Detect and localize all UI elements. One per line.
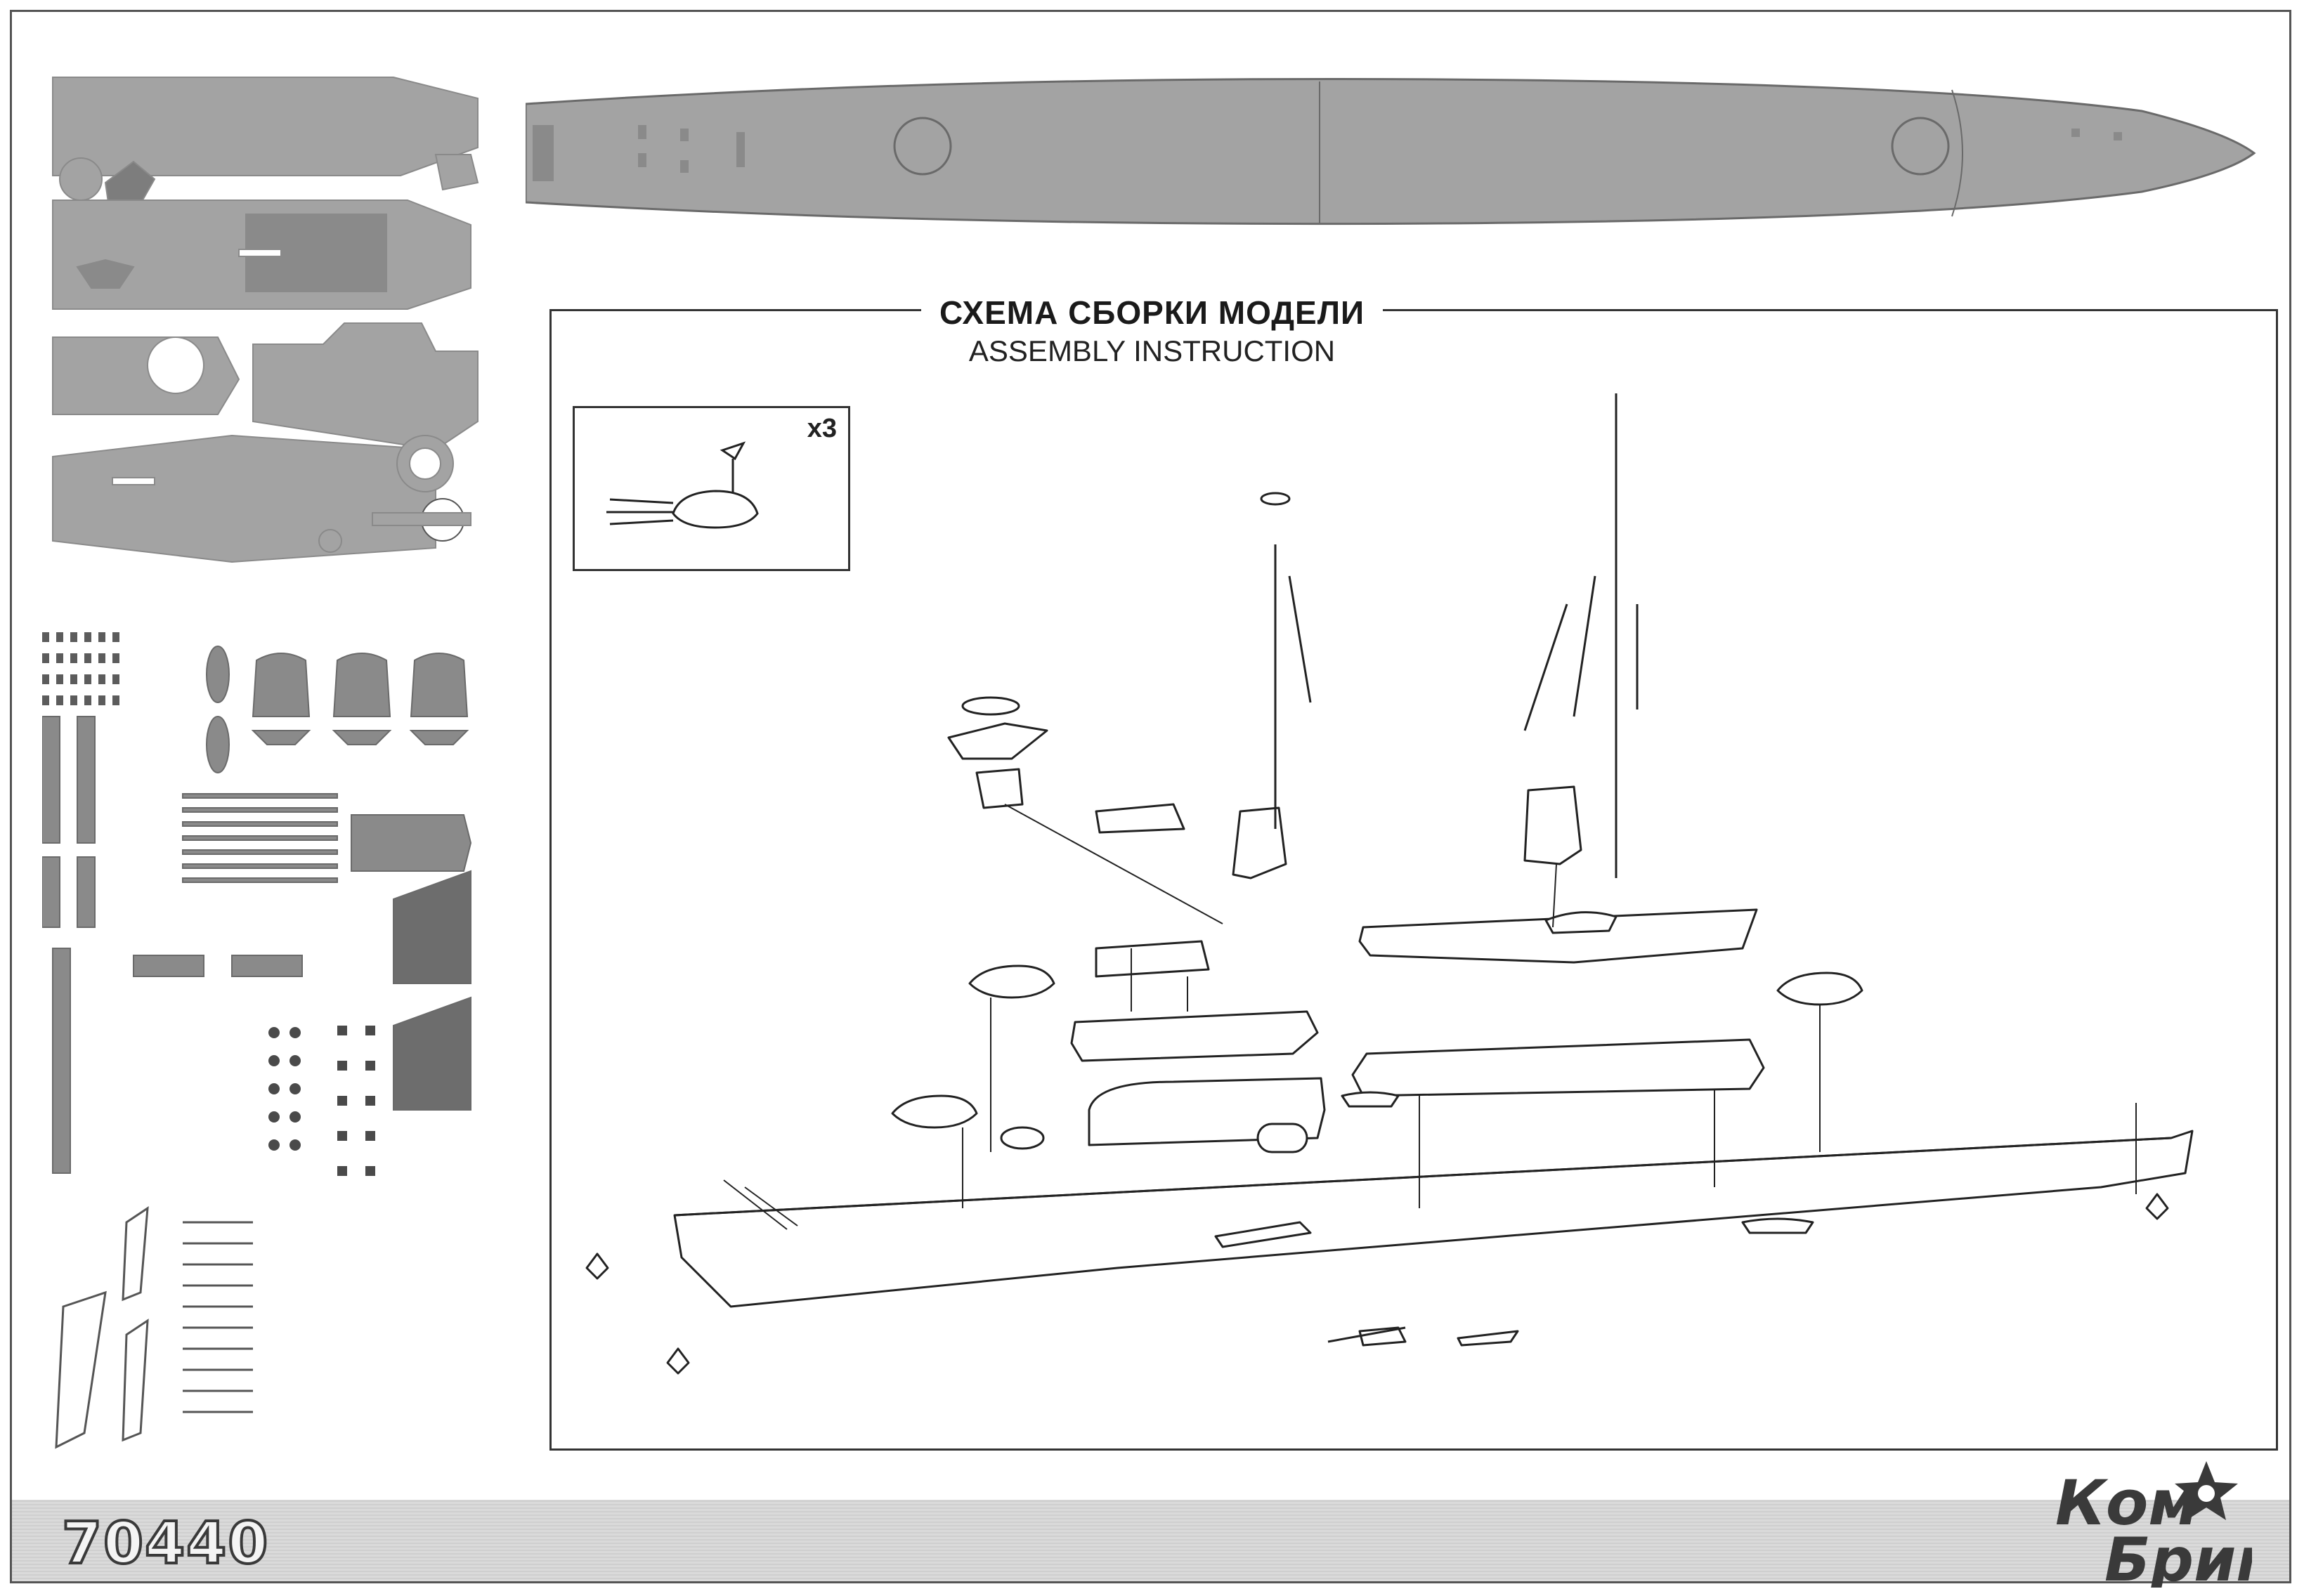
turret-B: [891, 1094, 978, 1129]
assembly-title: СХЕМА СБОРКИ МОДЕЛИ ASSEMBLY INSTRUCTION: [0, 294, 2304, 368]
kit-number: 70440: [60, 1509, 270, 1578]
brand-line2: Бриг: [2104, 1525, 2252, 1588]
title-russian: СХЕМА СБОРКИ МОДЕЛИ: [920, 294, 1384, 332]
funnel-aft: [1523, 785, 1582, 865]
brand-line1: Ком: [2055, 1467, 2199, 1539]
exploded-assembly-diagram: [585, 393, 2194, 1375]
hull: [673, 1130, 2194, 1308]
deck-plate-aft: [1351, 1038, 1765, 1097]
superstructure-deck-1: [1070, 1010, 1319, 1062]
star-logo-icon: [2175, 1461, 2238, 1520]
title-english: ASSEMBLY INSTRUCTION: [968, 334, 1336, 367]
footer-band: [12, 1500, 2289, 1581]
anchor-icon: [585, 1252, 609, 1280]
brand-logo: Ком Бриг: [2055, 1461, 2252, 1588]
gun-turret-icon: [606, 441, 759, 529]
parts-sprue-panel: [42, 77, 479, 1449]
hull-deck-plan: [526, 77, 2256, 225]
superstructure-deck-aft: [1358, 908, 1758, 964]
boat-icon: [1341, 1091, 1400, 1108]
gun-detail-inset: x3: [573, 406, 850, 571]
turret-C: [1776, 972, 1863, 1006]
inset-multiplier: x3: [807, 414, 837, 443]
turret-A: [968, 964, 1055, 999]
assembly-frame: [549, 309, 2278, 1451]
funnel-forward: [1232, 806, 1287, 879]
